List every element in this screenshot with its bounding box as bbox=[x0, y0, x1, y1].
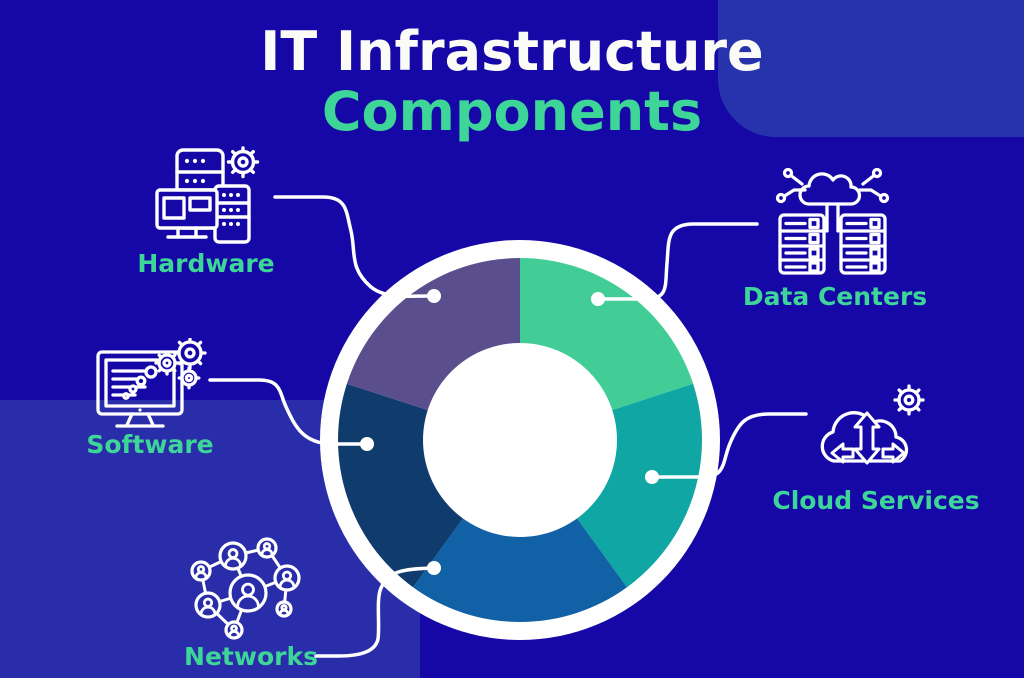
page-title: IT Infrastructure Components bbox=[0, 20, 1024, 144]
software-icon bbox=[96, 338, 207, 428]
title-line-1: IT Infrastructure bbox=[260, 20, 764, 83]
label-networks: Networks bbox=[184, 642, 318, 671]
connector-networks bbox=[314, 566, 436, 658]
cloud-services-icon bbox=[820, 384, 925, 465]
networks-icon bbox=[190, 537, 301, 640]
dot-cloud-services bbox=[645, 470, 659, 484]
dot-networks bbox=[427, 561, 441, 575]
connector-software bbox=[208, 378, 362, 446]
connector-dots bbox=[360, 289, 659, 575]
label-cloud-services: Cloud Services bbox=[772, 486, 980, 515]
donut-hole bbox=[423, 343, 617, 537]
label-software: Software bbox=[86, 430, 214, 459]
title-line-2: Components bbox=[321, 80, 703, 144]
connector-hardware bbox=[273, 195, 429, 299]
dot-data-centers bbox=[591, 292, 605, 306]
dot-hardware bbox=[427, 289, 441, 303]
background-panel-top-right bbox=[718, 0, 1024, 137]
connector-lines bbox=[208, 195, 808, 658]
connector-cloud-services bbox=[650, 412, 808, 479]
label-data-centers: Data Centers bbox=[742, 282, 928, 311]
data-centers-icon bbox=[775, 167, 890, 275]
label-hardware: Hardware bbox=[137, 249, 275, 278]
connector-data-centers bbox=[596, 222, 759, 301]
hardware-icon bbox=[155, 146, 260, 244]
dot-software bbox=[360, 437, 374, 451]
